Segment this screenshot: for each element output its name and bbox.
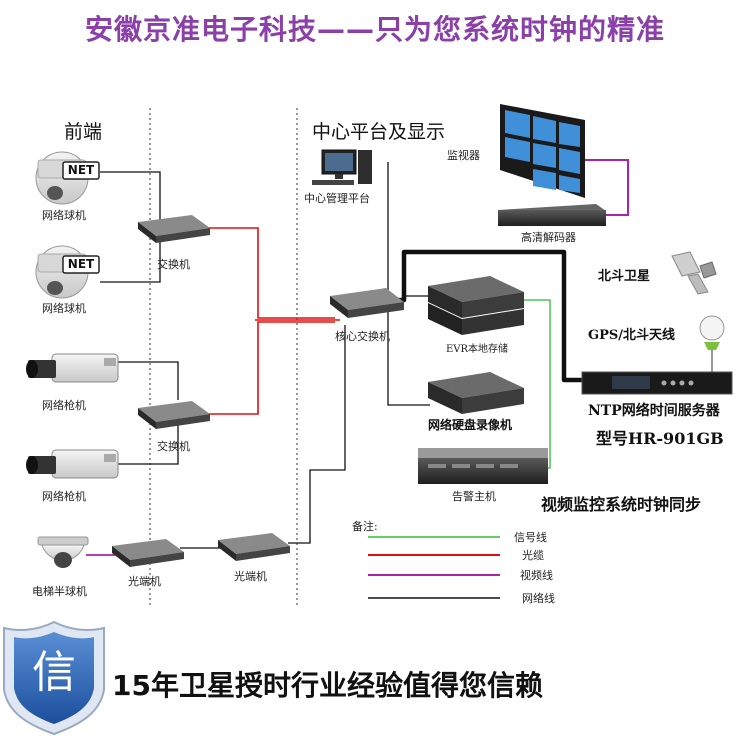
satellite-icon xyxy=(671,251,717,295)
legend-item-video: 视频线 xyxy=(520,569,553,582)
gun-camera-2-label: 网络枪机 xyxy=(42,490,86,503)
network-lines-front xyxy=(100,162,430,465)
footer-slogan: 15年卫星授时行业经验值得您信赖 xyxy=(112,669,543,702)
signal-line xyxy=(520,299,551,469)
hd-decoder-icon xyxy=(498,204,606,226)
net-badge-1: NET xyxy=(67,163,95,177)
net-badge-2: NET xyxy=(67,257,95,271)
sync-title: 视频监控系统时钟同步 xyxy=(541,495,702,514)
optical-uplink xyxy=(288,325,346,544)
elevator-camera-label: 电梯半球机 xyxy=(32,585,87,598)
alarm-host-label: 告警主机 xyxy=(452,490,496,503)
optical-1-icon xyxy=(112,539,184,567)
optical-2-label: 光端机 xyxy=(234,570,267,583)
dome-camera-2-icon xyxy=(35,245,100,299)
legend-item-network: 网络线 xyxy=(522,592,555,605)
hd-decoder-label: 高清解码器 xyxy=(521,231,576,244)
switch-1-icon xyxy=(138,215,210,243)
dome-camera-1-icon xyxy=(35,151,100,205)
gps-antenna-icon xyxy=(699,315,725,350)
fiber-lines xyxy=(208,227,335,415)
model-label: 型号HR-901GB xyxy=(596,429,724,448)
center-pc-label: 中心管理平台 xyxy=(304,192,370,205)
nvr-icon xyxy=(428,372,524,414)
section-front-title: 前端 xyxy=(64,121,103,143)
legend-title: 备注: xyxy=(352,520,378,533)
nvr-label: 网络硬盘录像机 xyxy=(428,418,513,432)
legend-item-fiber: 光缆 xyxy=(522,549,544,562)
center-pc-icon xyxy=(312,149,372,185)
gun-camera-2-icon xyxy=(26,449,119,479)
switch-2-icon xyxy=(138,401,210,429)
optical-1-label: 光端机 xyxy=(128,575,161,588)
alarm-host-icon xyxy=(418,448,548,484)
core-switch-label: 核心交换机 xyxy=(335,330,390,343)
page-title: 安徽京准电子科技——只为您系统时钟的精准 xyxy=(84,13,665,46)
section-center-title: 中心平台及显示 xyxy=(312,121,446,143)
core-switch-icon xyxy=(330,288,404,318)
storage-icon xyxy=(428,276,524,335)
dome-camera-1-label: 网络球机 xyxy=(42,209,86,222)
ntp-server-icon xyxy=(581,371,733,395)
shield-icon xyxy=(3,620,105,736)
ntp-server-label: NTP网络时间服务器 xyxy=(588,403,720,419)
optical-2-icon xyxy=(218,533,290,561)
video-line-wall xyxy=(585,159,629,216)
beidou-label: 北斗卫星 xyxy=(598,269,651,284)
legend-item-signal: 信号线 xyxy=(514,531,547,544)
monitor-wall-icon xyxy=(500,104,585,198)
switch-1-label: 交换机 xyxy=(157,258,190,271)
gps-antenna-label: GPS/北斗天线 xyxy=(588,328,676,343)
dome-camera-2-label: 网络球机 xyxy=(42,302,86,315)
elevator-dome-icon xyxy=(37,536,89,568)
ntp-link xyxy=(398,249,582,383)
switch-2-label: 交换机 xyxy=(157,440,190,453)
gun-camera-1-icon xyxy=(26,353,119,383)
gun-camera-1-label: 网络枪机 xyxy=(42,399,86,412)
monitor-wall-label: 监视器 xyxy=(447,149,480,162)
storage-label: EVR本地存储 xyxy=(446,344,509,355)
shield-char: 信 xyxy=(32,647,76,698)
